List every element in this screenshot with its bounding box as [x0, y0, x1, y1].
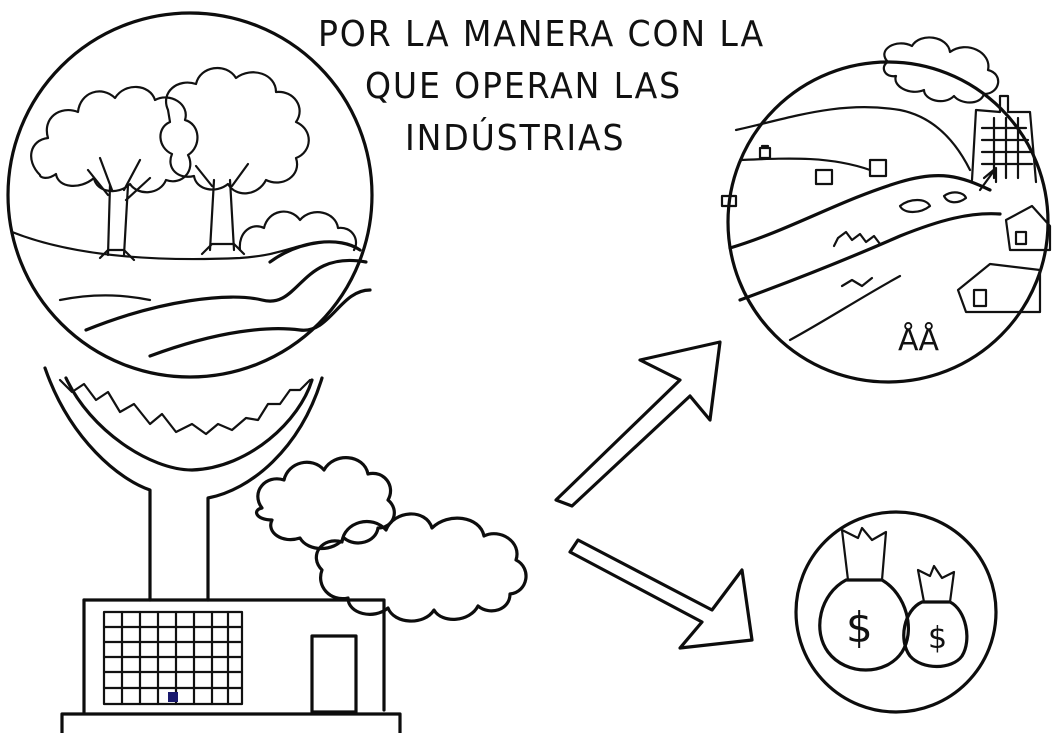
- people-figures: ÅÅ: [898, 322, 940, 358]
- money-globe: $ $: [794, 510, 998, 714]
- title-line-2: QUE OPERAN LAS: [365, 66, 683, 107]
- title-line-1: POR LA MANERA CON LA: [318, 14, 765, 55]
- arrow-to-polluted: [554, 340, 722, 508]
- factory: [43, 366, 402, 733]
- dollar-sign-small: $: [928, 621, 947, 656]
- title-line-3: INDÚSTRIAS: [405, 118, 626, 159]
- arrow-to-money: [568, 538, 754, 650]
- money-bag-small-icon: $: [902, 564, 969, 668]
- smoke-clouds: [255, 456, 528, 623]
- dollar-sign-large: $: [846, 603, 873, 652]
- factory-door-icon: [168, 692, 178, 702]
- nature-globe: [6, 11, 374, 379]
- tree-right-icon: [159, 67, 310, 256]
- factory-window-grid: [102, 610, 244, 706]
- polluted-globe: ÅÅ: [720, 36, 1052, 384]
- tree-left-icon: [30, 85, 199, 262]
- money-bag-large-icon: $: [818, 526, 910, 672]
